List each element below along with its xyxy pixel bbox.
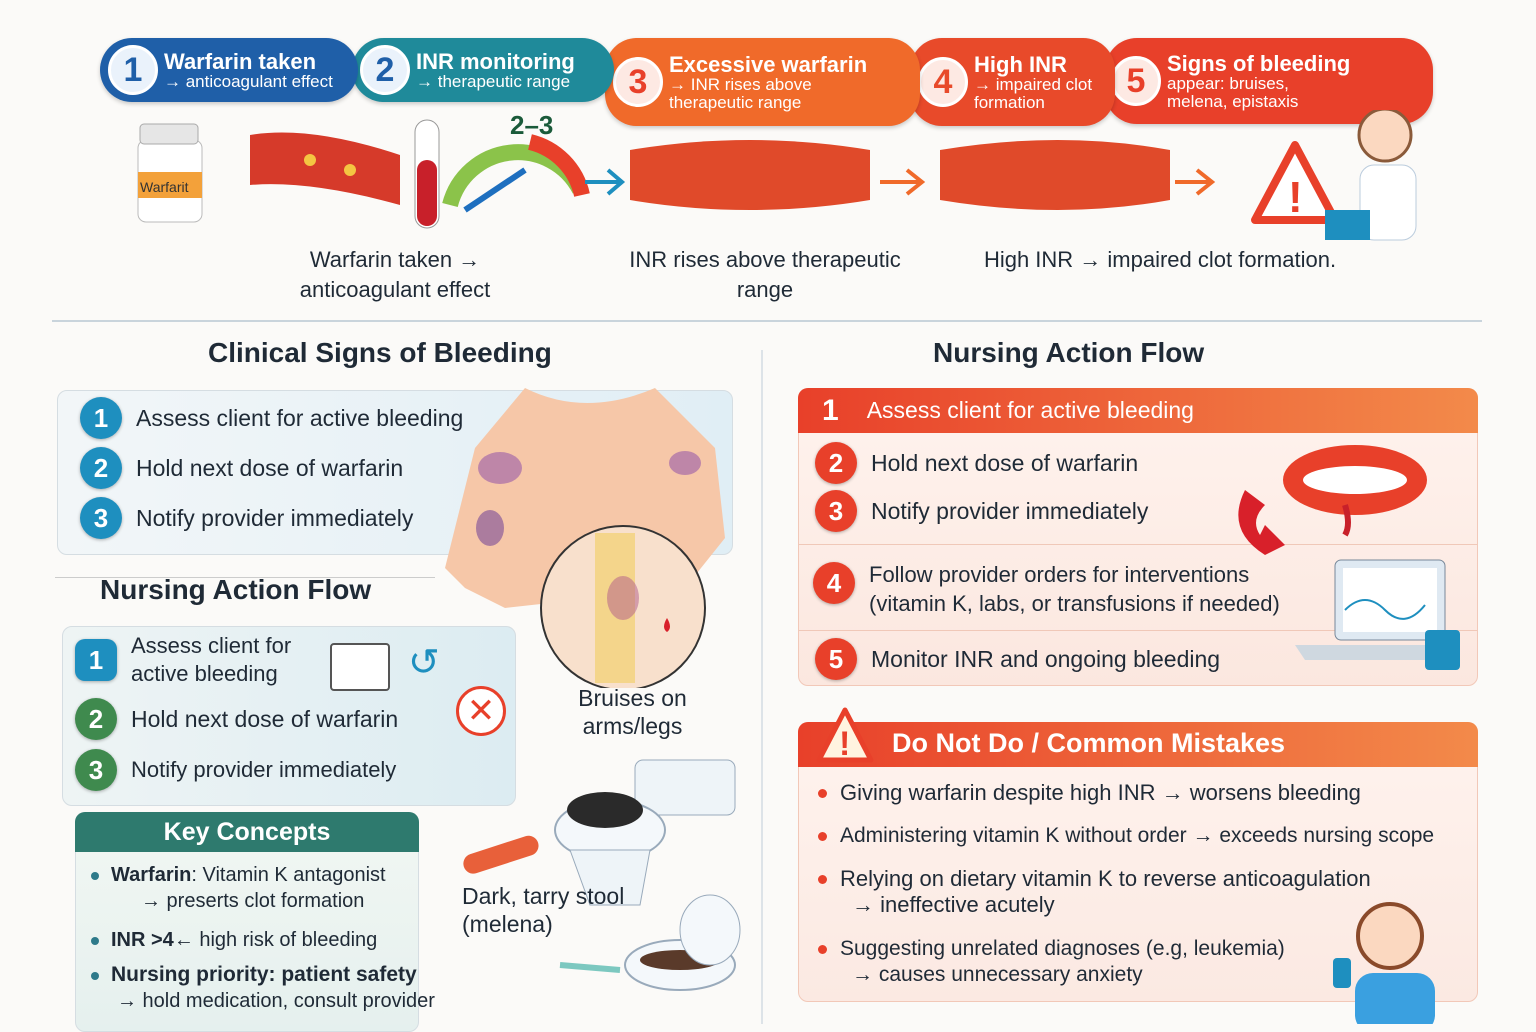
- pill-bottle-icon: Warfarit: [137, 123, 203, 223]
- mechanism-illustration: Warfarit 2–3 !: [137, 110, 1417, 241]
- caption-1: Warfarin taken → anticoagulant effect: [299, 247, 491, 302]
- pill-icon: [463, 835, 539, 874]
- clinical-signs-title: Clinical Signs of Bleeding: [208, 337, 552, 368]
- blood-vessel-icon: [250, 132, 400, 205]
- arrow-icon: [585, 168, 626, 196]
- divider: [761, 350, 763, 1024]
- key-concept-3: Nursing priority: patient safety→ hold m…: [75, 962, 455, 1014]
- svg-text:!: !: [839, 725, 850, 763]
- phone-icon: [1238, 490, 1285, 555]
- mistake-2: Administering vitamin K without order → …: [818, 823, 1473, 849]
- mistake-3: Relying on dietary vitamin K to reverse …: [818, 866, 1473, 918]
- nurse-illustration: [1325, 110, 1417, 241]
- gauge-label: 2–3: [510, 110, 553, 140]
- clipboard-icon: [330, 643, 390, 691]
- arrow-icon: [880, 168, 926, 196]
- left-flow-title: Nursing Action Flow: [100, 574, 372, 605]
- toilet-illustration: [463, 759, 741, 991]
- right-illustrations: [1238, 445, 1460, 670]
- do-not-do-header: [798, 722, 1478, 767]
- svg-text:!: !: [1288, 173, 1303, 222]
- divider: [798, 630, 1478, 631]
- child-illustration: [1333, 902, 1435, 1024]
- mistake-1: Giving warfarin despite high INR → worse…: [818, 780, 1473, 806]
- key-concepts-title: Key Concepts: [75, 812, 419, 852]
- divider: [52, 320, 1482, 322]
- caption-2: INR rises above therapeutic range: [629, 247, 901, 302]
- key-concept-1: Warfarin: Vitamin K antagonist→ preserts…: [75, 862, 419, 914]
- bruises-label: Bruises on arms/legs: [578, 685, 687, 739]
- warning-triangle-icon: !: [1251, 141, 1339, 224]
- left-flow-box: [62, 626, 516, 806]
- divider: [798, 544, 1478, 545]
- test-tube-icon: [414, 119, 440, 229]
- arrow-icon: [1175, 168, 1216, 196]
- warning-triangle-icon: !: [816, 707, 874, 763]
- blood-vessel-icon: [940, 140, 1170, 210]
- refresh-arrow-icon: ↺: [408, 642, 440, 684]
- divider: [55, 577, 435, 578]
- do-not-do-title: Do Not Do / Common Mistakes: [892, 728, 1286, 758]
- key-concept-2: INR >4← high risk of bleeding: [75, 927, 419, 953]
- stool-label: Dark, tarry stool (melena): [462, 883, 625, 937]
- blood-vessel-icon: [630, 140, 870, 210]
- x-cross-icon: ✕: [456, 686, 506, 736]
- mistake-4: Suggesting unrelated diagnoses (e.g, leu…: [818, 936, 1328, 988]
- caption-3: High INR → impaired clot formation.: [983, 247, 1337, 272]
- inr-gauge-icon: [442, 134, 590, 213]
- bleeding-mouth-icon: [1283, 445, 1427, 537]
- svg-text:Warfarit: Warfarit: [140, 179, 189, 195]
- bruised-torso-illustration: [445, 388, 725, 688]
- laptop-icon: [1295, 559, 1460, 670]
- right-flow-title: Nursing Action Flow: [933, 337, 1205, 368]
